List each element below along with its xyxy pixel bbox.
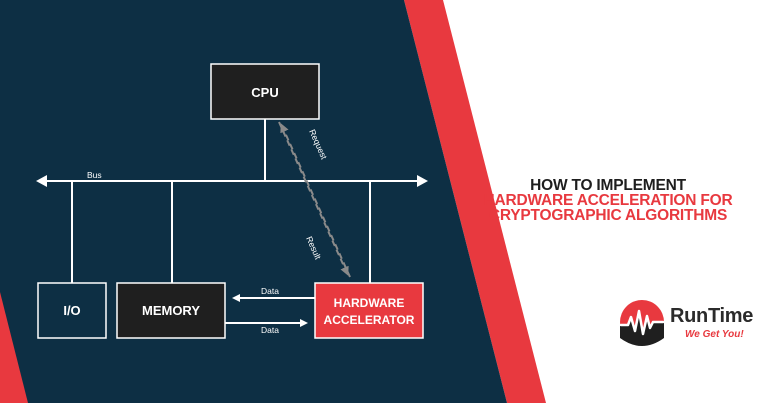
memory-label: MEMORY	[142, 303, 200, 318]
article-headline: HOW TO IMPLEMENT HARDWARE ACCELERATION F…	[470, 177, 746, 224]
bus-arrow-right	[417, 175, 428, 187]
result-arrow	[278, 121, 349, 276]
headline-line-1: HOW TO IMPLEMENT	[530, 177, 686, 194]
headline-line-2: HARDWARE ACCELERATION FOR	[483, 192, 733, 209]
bus-label: Bus	[87, 170, 102, 180]
runtime-logo: RunTime We Get You!	[618, 296, 753, 348]
cpu-box	[210, 63, 320, 120]
data-label-bottom: Data	[261, 325, 279, 335]
accelerator-box	[314, 282, 424, 339]
accelerator-label-line1: HARDWARE	[334, 296, 405, 310]
headline-line-3: CRYPTOGRAPHIC ALGORITHMS	[488, 207, 728, 224]
io-label: I/O	[63, 303, 80, 318]
data-label-top: Data	[261, 286, 279, 296]
accelerator-label-line2: ACCELERATOR	[324, 313, 415, 327]
red-diagonal-band	[404, 0, 546, 403]
bus-arrow-left	[36, 175, 47, 187]
io-box	[37, 282, 107, 339]
memory-box	[116, 282, 226, 339]
request-arrow	[280, 123, 351, 278]
red-corner-accent	[0, 292, 28, 403]
brand-name: RunTime	[670, 305, 754, 327]
cpu-label: CPU	[251, 85, 278, 100]
heartbeat-logo-icon	[619, 300, 665, 346]
brand-tagline: We Get You!	[685, 329, 744, 340]
